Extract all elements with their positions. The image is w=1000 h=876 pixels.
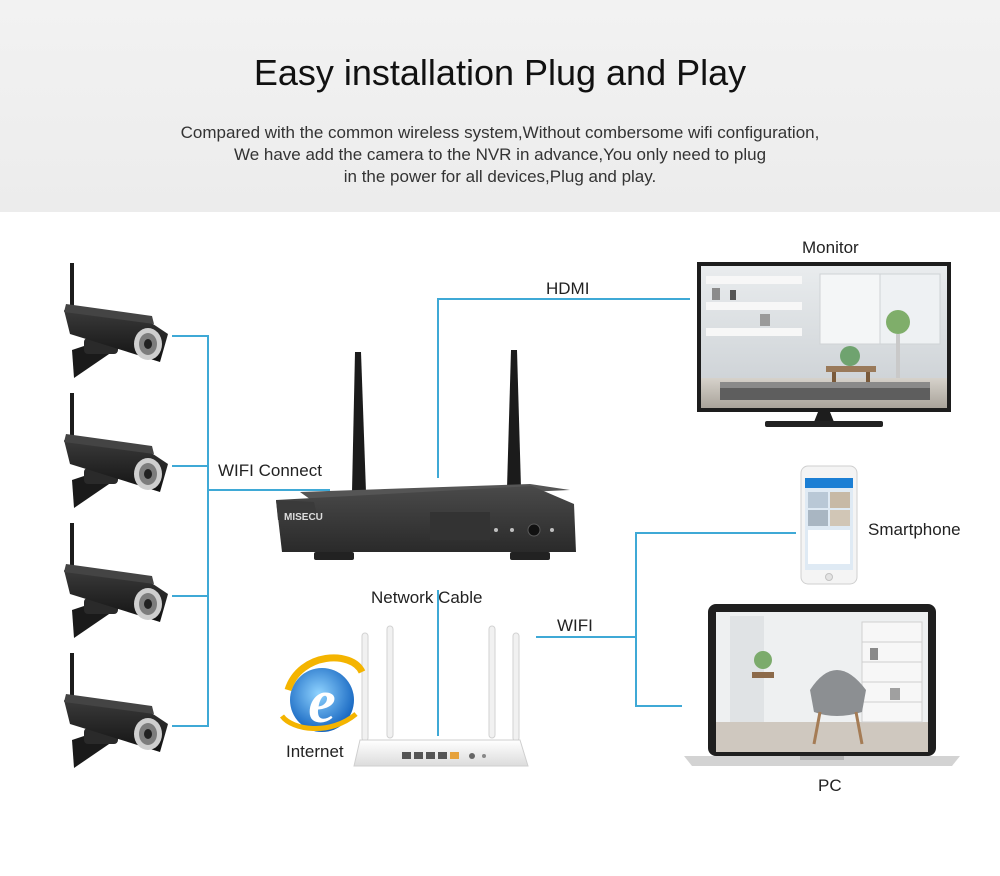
- hdmi-line: [437, 298, 690, 478]
- antenna: [352, 352, 366, 492]
- camera-bus-line: [172, 335, 330, 727]
- nvr-brand-text: MISECU: [284, 512, 323, 523]
- wifi-connect-label: WIFI Connect: [218, 461, 322, 480]
- smartphone-label: Smartphone: [868, 520, 961, 539]
- header-banner: Easy installation Plug and Play Compared…: [0, 0, 1000, 212]
- camera: [64, 653, 168, 768]
- description-line: in the power for all devices,Plug and pl…: [343, 167, 657, 186]
- wifi-label: WIFI: [557, 616, 593, 635]
- nvr-device: MISECU: [276, 350, 576, 560]
- laptop-device: [684, 604, 960, 766]
- camera: [64, 523, 168, 638]
- description-line: Compared with the common wireless system…: [180, 123, 820, 142]
- network-cable-label: Network Cable: [371, 588, 483, 607]
- hdmi-label: HDMI: [546, 279, 590, 298]
- internet-explorer-icon: e: [279, 654, 366, 736]
- page-description: Compared with the common wireless system…: [0, 122, 1000, 188]
- router-device: [353, 625, 529, 767]
- camera: [64, 263, 168, 378]
- antenna: [507, 350, 521, 488]
- camera: [64, 393, 168, 508]
- monitor-device: [697, 262, 951, 427]
- description-line: We have add the camera to the NVR in adv…: [233, 145, 767, 164]
- monitor-label: Monitor: [802, 238, 859, 257]
- internet-label: Internet: [286, 742, 344, 761]
- pc-label: PC: [818, 776, 842, 795]
- wifi-line: [536, 532, 796, 707]
- page-title: Easy installation Plug and Play: [253, 52, 747, 93]
- smartphone-device: [800, 465, 858, 585]
- connector-lines: [172, 298, 796, 736]
